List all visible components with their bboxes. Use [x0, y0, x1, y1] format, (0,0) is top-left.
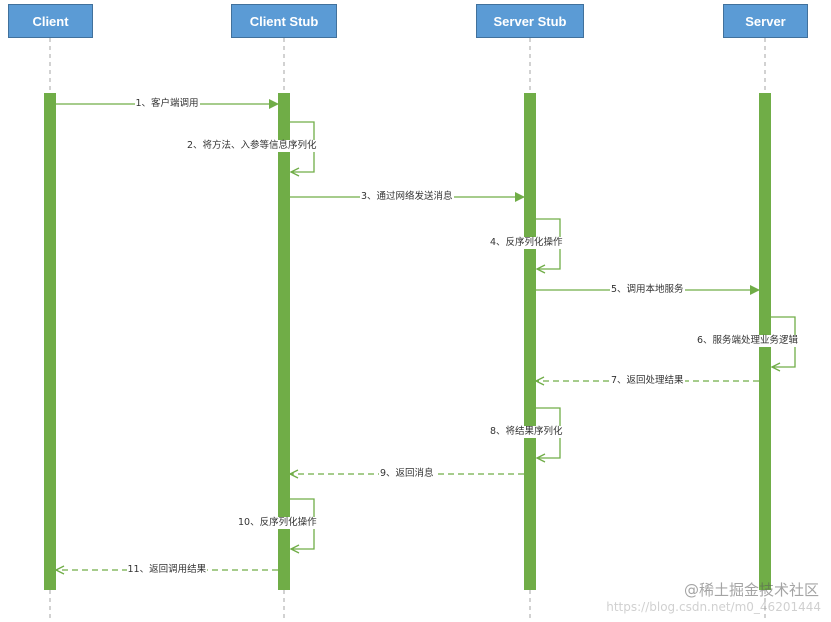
actor-server-stub: Server Stub [476, 4, 584, 38]
message-label-2: 2、将方法、入参等信息序列化 [186, 140, 318, 152]
message-label-7: 7、返回处理结果 [610, 375, 685, 387]
actor-server: Server [723, 4, 808, 38]
message-label-6: 6、服务端处理业务逻辑 [696, 335, 800, 347]
watermark-url: https://blog.csdn.net/m0_46201444 [606, 600, 821, 614]
activation-bar-client [44, 93, 56, 590]
activation-bar-server-stub [524, 93, 536, 590]
message-label-5: 5、调用本地服务 [610, 284, 685, 296]
message-label-9: 9、返回消息 [379, 468, 435, 480]
message-label-11: 11、返回调用结果 [126, 564, 208, 576]
message-label-1: 1、客户端调用 [134, 98, 200, 110]
watermark-text: @稀土掘金技术社区 [683, 581, 819, 599]
actor-client-stub: Client Stub [231, 4, 337, 38]
actor-client: Client [8, 4, 93, 38]
activation-bar-client-stub [278, 93, 290, 590]
message-label-10: 10、反序列化操作 [237, 517, 318, 529]
message-label-8: 8、将结果序列化 [489, 426, 564, 438]
message-label-4: 4、反序列化操作 [489, 237, 564, 249]
message-label-3: 3、通过网络发送消息 [360, 191, 454, 203]
